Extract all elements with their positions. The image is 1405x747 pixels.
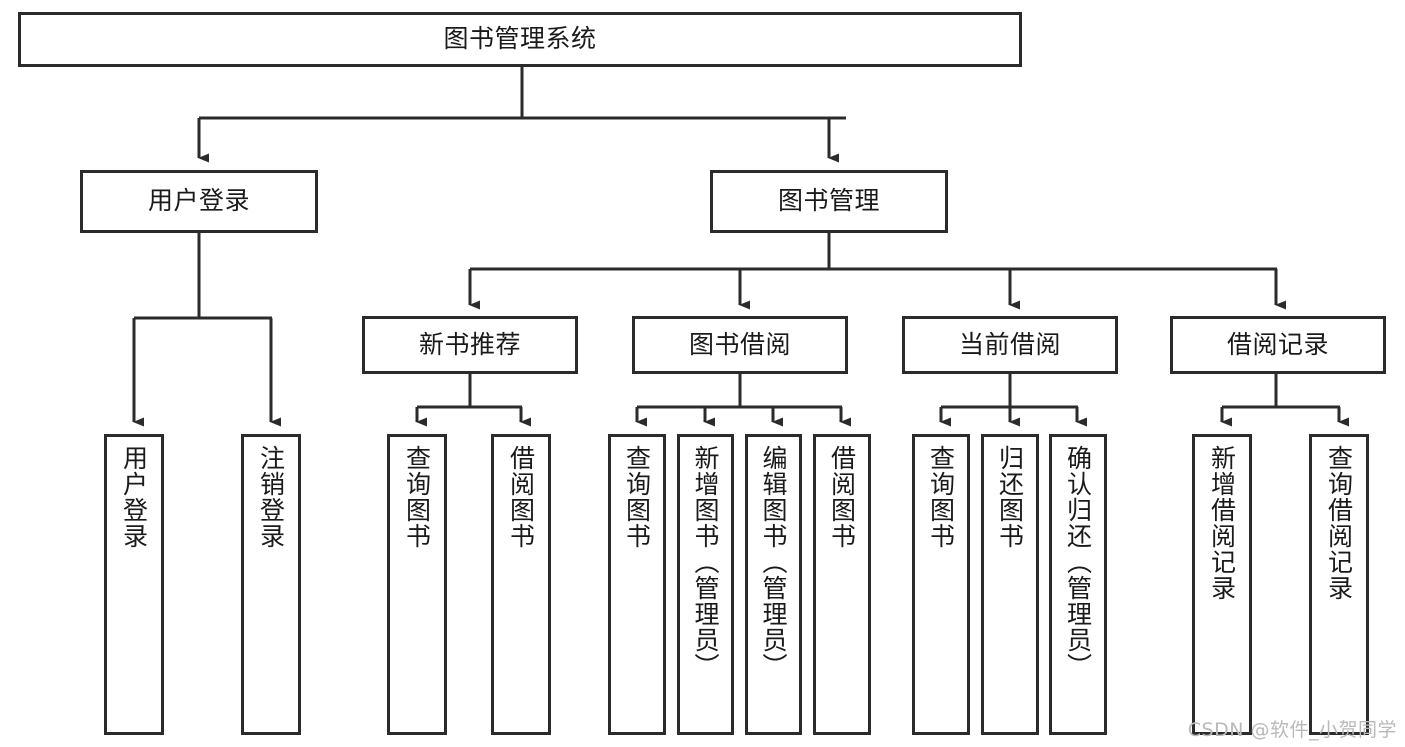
node-label: 图书管理系统 [443, 24, 597, 54]
node-label: 借阅图书 [506, 445, 536, 549]
node-label: 查询图书 [402, 445, 432, 549]
node-label: 查询借阅记录 [1324, 445, 1354, 601]
node-label: 查询图书 [926, 445, 956, 549]
node-borrow-record[interactable]: 借阅记录 [1170, 316, 1386, 374]
leaf-current-borrow-return[interactable]: 归还图书 [981, 434, 1039, 735]
node-label: 新书推荐 [418, 329, 521, 359]
leaf-current-borrow-confirm[interactable]: 确认归还（管理员） [1049, 434, 1107, 735]
node-label: 新增图书（管理员） [691, 445, 720, 679]
leaf-borrow-record-add[interactable]: 新增借阅记录 [1192, 434, 1252, 735]
node-new-book-recommend[interactable]: 新书推荐 [362, 316, 578, 374]
leaf-book-borrow-borrow[interactable]: 借阅图书 [813, 434, 871, 735]
leaf-current-borrow-query[interactable]: 查询图书 [912, 434, 970, 735]
node-label: 用户登录 [119, 445, 149, 549]
node-label: 用户登录 [147, 186, 250, 216]
node-root-book-management-system[interactable]: 图书管理系统 [18, 12, 1022, 67]
node-label: 当前借阅 [958, 329, 1061, 359]
node-current-borrow[interactable]: 当前借阅 [902, 316, 1118, 374]
node-label: 编辑图书（管理员） [759, 445, 788, 679]
node-label: 新增借阅记录 [1207, 445, 1237, 601]
node-label: 确认归还（管理员） [1063, 445, 1093, 679]
node-label: 借阅记录 [1226, 329, 1329, 359]
leaf-book-borrow-edit[interactable]: 编辑图书（管理员） [745, 434, 802, 735]
leaf-new-book-query[interactable]: 查询图书 [387, 434, 447, 735]
node-label: 注销登录 [256, 445, 286, 549]
leaf-book-borrow-query[interactable]: 查询图书 [608, 434, 666, 735]
node-label: 查询图书 [622, 445, 652, 549]
leaf-new-book-borrow[interactable]: 借阅图书 [491, 434, 551, 735]
leaf-book-borrow-add[interactable]: 新增图书（管理员） [677, 434, 734, 735]
node-book-borrow[interactable]: 图书借阅 [632, 316, 848, 374]
leaf-user-login-login[interactable]: 用户登录 [104, 434, 164, 735]
node-user-login[interactable]: 用户登录 [80, 170, 318, 233]
node-label: 归还图书 [995, 445, 1025, 549]
node-label: 图书管理 [777, 186, 880, 216]
leaf-user-login-logout[interactable]: 注销登录 [241, 434, 301, 735]
node-label: 图书借阅 [688, 329, 791, 359]
leaf-borrow-record-query[interactable]: 查询借阅记录 [1309, 434, 1369, 735]
node-book-management[interactable]: 图书管理 [710, 170, 948, 233]
node-label: 借阅图书 [827, 445, 857, 549]
